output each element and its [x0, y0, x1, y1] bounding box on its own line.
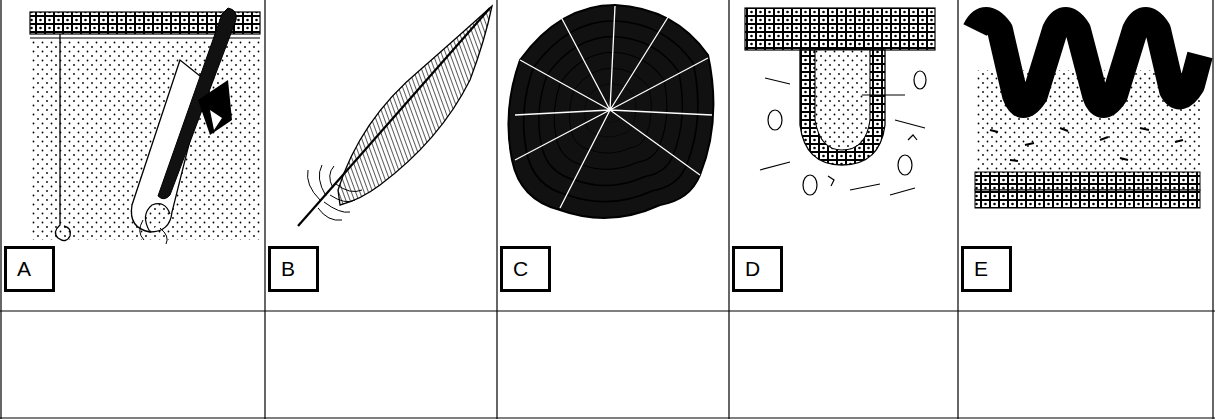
- label-box: B: [268, 246, 319, 292]
- panel-letter: E: [974, 257, 988, 281]
- label-box: C: [500, 246, 551, 292]
- label-box: A: [4, 246, 55, 292]
- panel-letter: B: [281, 257, 295, 281]
- folded-epithelium: [975, 20, 1200, 208]
- feather: [298, 6, 492, 226]
- hair-follicle: [30, 8, 260, 244]
- label-box: E: [961, 246, 1012, 292]
- panel-letter: C: [513, 257, 528, 281]
- panel-letter: A: [17, 257, 31, 281]
- epithelial-gland: [745, 8, 935, 195]
- fish-scale: [508, 5, 713, 218]
- label-box: D: [732, 246, 783, 292]
- panel-letter: D: [745, 257, 760, 281]
